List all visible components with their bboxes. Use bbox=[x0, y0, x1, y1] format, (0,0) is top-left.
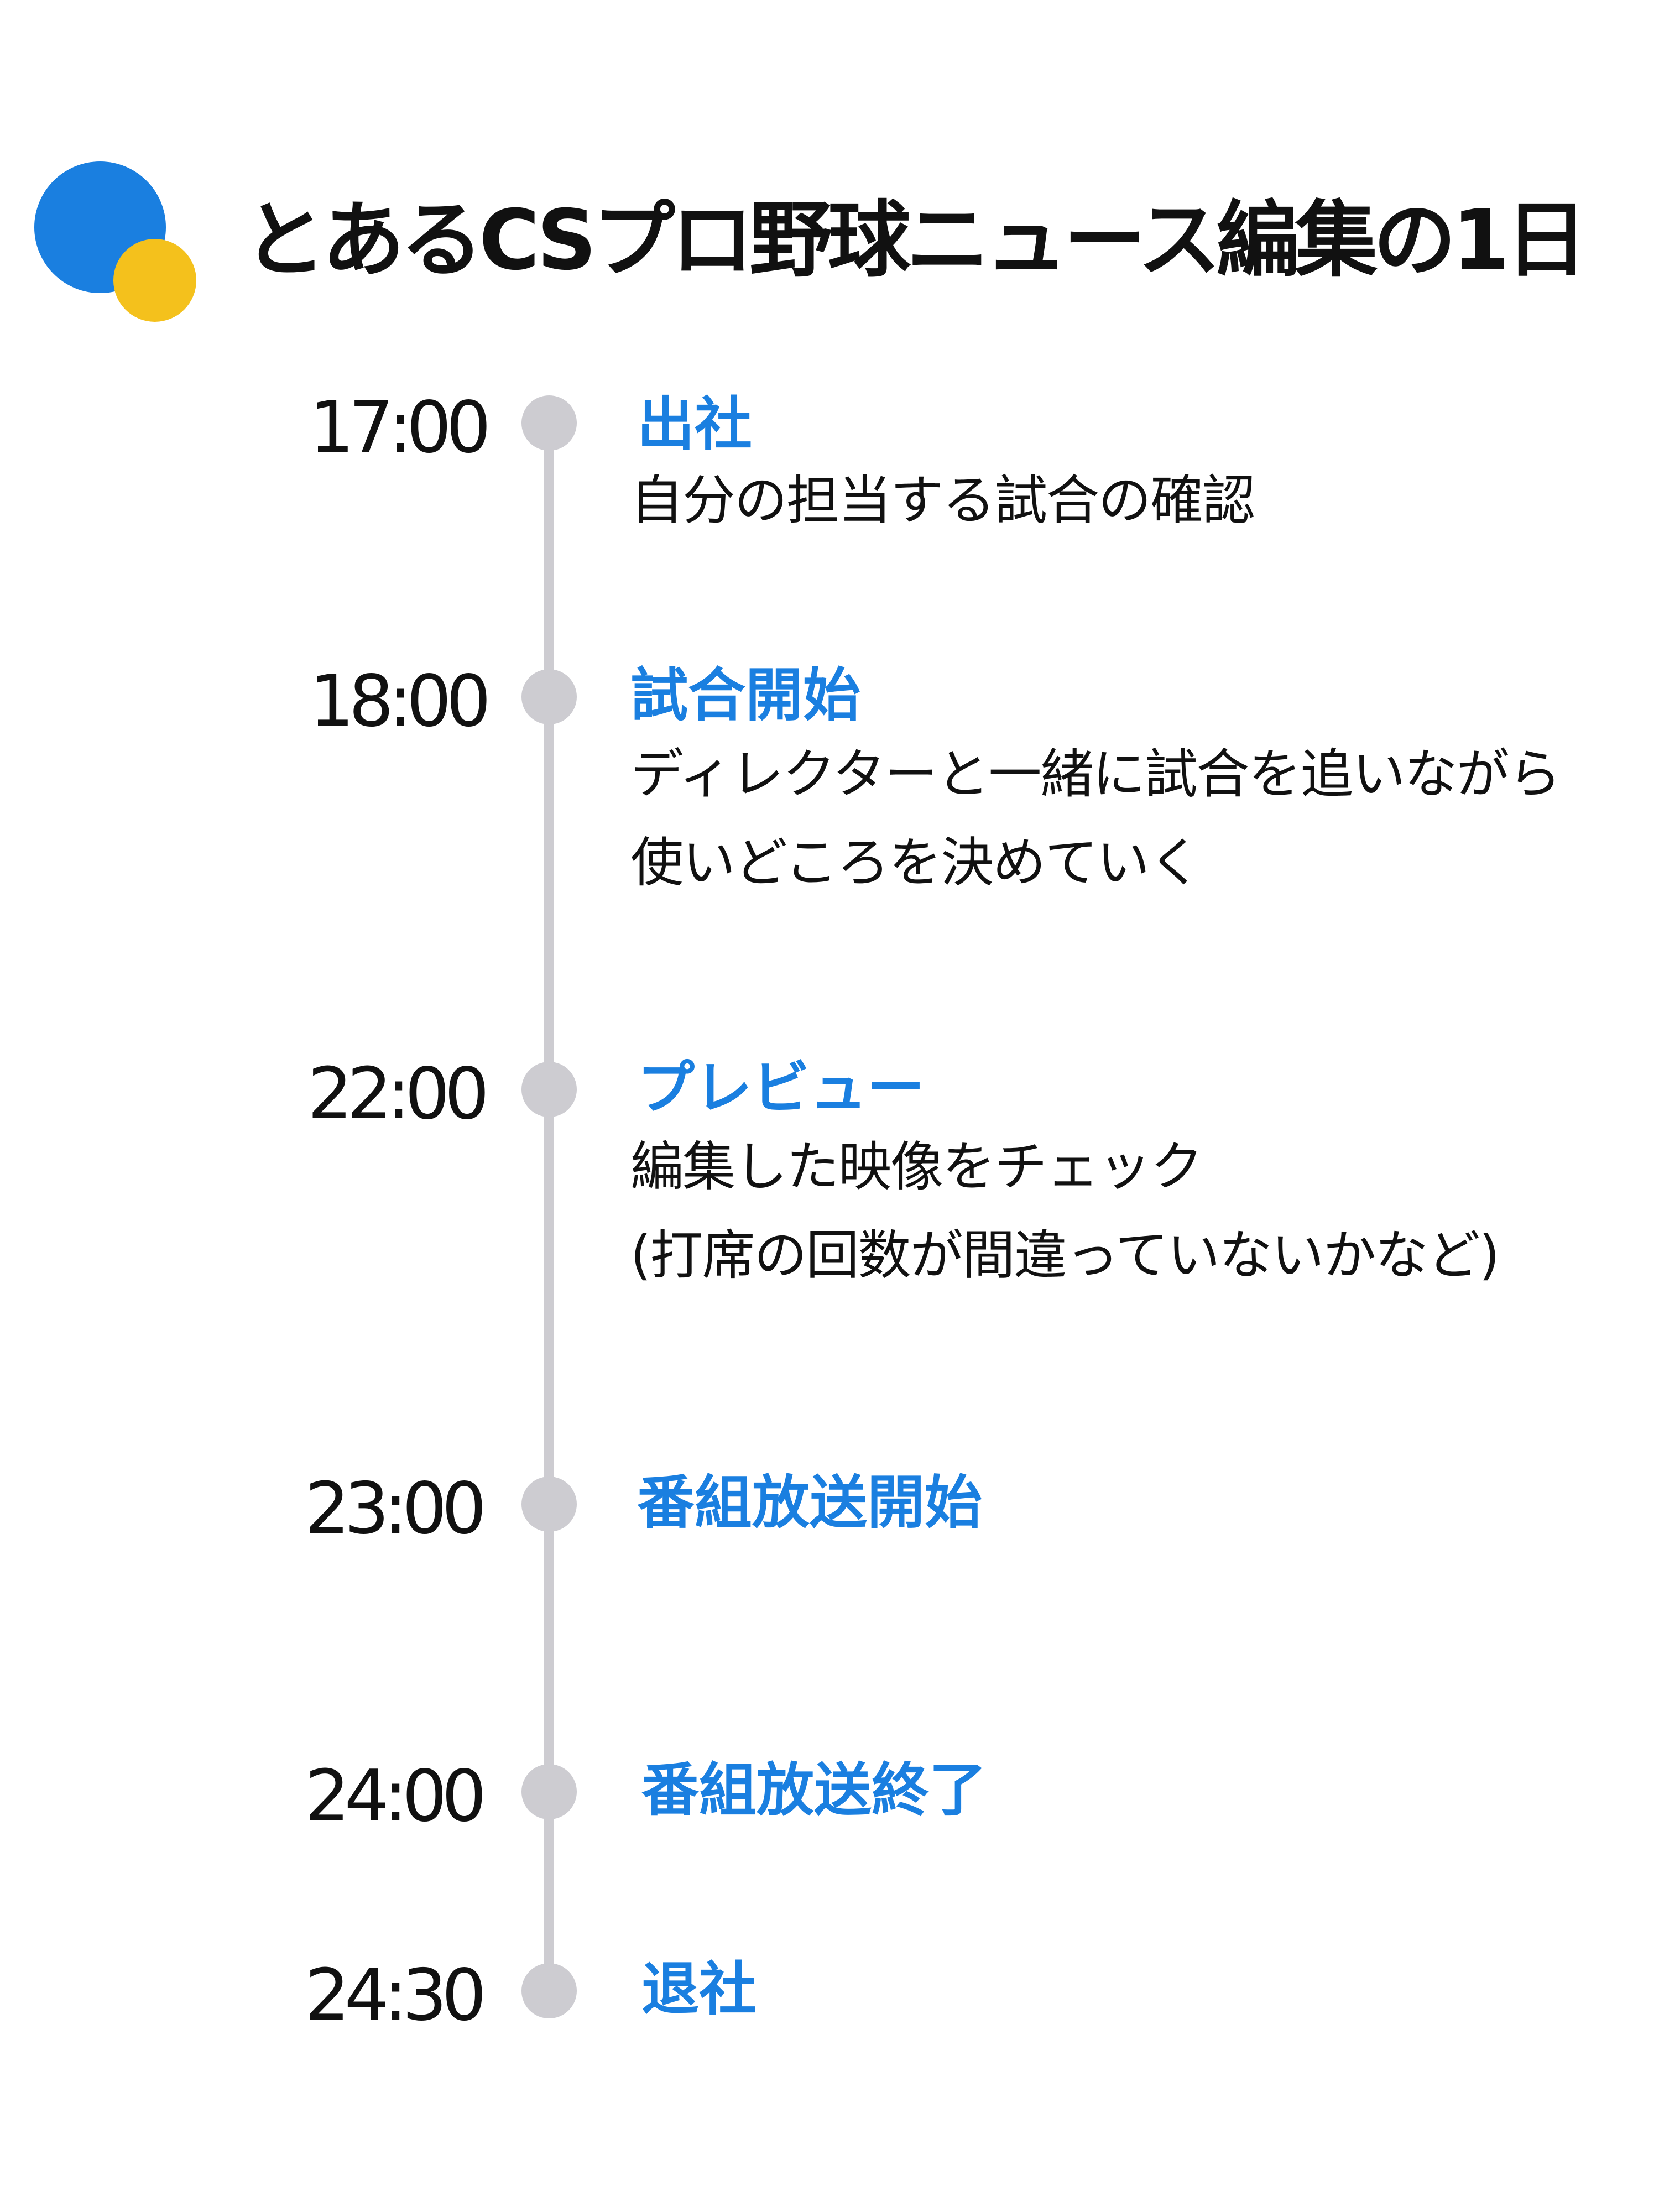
entry-heading: 番組放送終了 bbox=[641, 1756, 987, 1824]
entry-heading: 退社 bbox=[641, 1955, 757, 2023]
description-line: 使いどころを決めていく bbox=[630, 832, 1202, 894]
description-line: (打席の回数が間違っていないかなど) bbox=[630, 1224, 1500, 1286]
entry-description: 自分の担当する試合の確認 bbox=[630, 456, 1255, 545]
timeline-dot bbox=[521, 1963, 577, 2018]
entry-description: ディレクターと一緒に試合を追いながら 使いどころを決めていく bbox=[630, 730, 1561, 907]
entry-description: 編集した映像をチェック (打席の回数が間違っていないかなど) bbox=[630, 1123, 1500, 1300]
timeline-dot bbox=[521, 1764, 577, 1819]
entry-time: 23:00 bbox=[305, 1468, 487, 1550]
entry-time: 17:00 bbox=[309, 387, 491, 469]
entry-heading: 番組放送開始 bbox=[637, 1469, 983, 1536]
entry-heading: プレビュー bbox=[637, 1054, 925, 1121]
logo-yellow-circle-icon bbox=[113, 239, 196, 322]
entry-time: 24:00 bbox=[305, 1755, 487, 1838]
entry-time: 22:00 bbox=[307, 1053, 489, 1135]
timeline-dot bbox=[521, 395, 577, 451]
entry-time: 18:00 bbox=[309, 660, 491, 743]
timeline-dot bbox=[521, 1477, 577, 1532]
description-line: 編集した映像をチェック bbox=[630, 1136, 1203, 1198]
entry-heading: 出社 bbox=[637, 390, 753, 458]
timeline-dot bbox=[521, 669, 577, 724]
description-line: ディレクターと一緒に試合を追いながら bbox=[630, 743, 1561, 805]
description-line: 自分の担当する試合の確認 bbox=[630, 469, 1255, 531]
timeline-dot bbox=[521, 1062, 577, 1117]
page-title: とあるCSプロ野球ニュース編集の1日 bbox=[243, 192, 1588, 289]
entry-time: 24:30 bbox=[305, 1954, 487, 2037]
entry-heading: 試合開始 bbox=[630, 661, 861, 729]
timeline-line bbox=[544, 412, 554, 1974]
